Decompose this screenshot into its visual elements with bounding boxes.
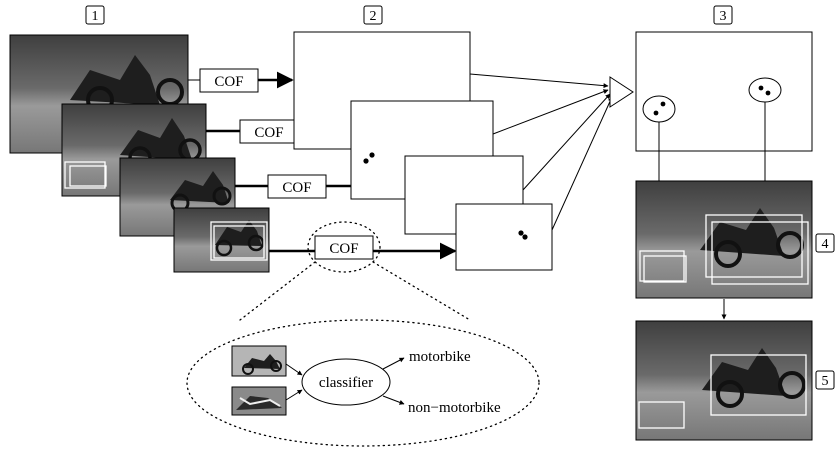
svg-text:5: 5: [822, 374, 829, 389]
zoom-line-right: [372, 261, 471, 321]
confidence-map-4: [455, 203, 553, 271]
classifier-detail-ellipse: [186, 319, 540, 447]
negative-sample-thumb: [231, 386, 287, 416]
cof-box-1: COF: [188, 68, 294, 93]
fused-map: [635, 31, 813, 152]
detection-frame: [635, 180, 813, 299]
svg-text:3: 3: [720, 9, 727, 24]
svg-text:COF: COF: [329, 241, 358, 257]
negative-to-classifier-arrow: [285, 389, 303, 401]
to-motorbike-arrow: [382, 357, 405, 370]
step-2-label: 2: [363, 5, 383, 25]
step-3-label: 3: [713, 5, 733, 25]
svg-text:1: 1: [92, 9, 99, 24]
input-frame-4: [173, 207, 270, 273]
non-motorbike-label: non−motorbike: [408, 400, 501, 416]
step-1-label: 1: [85, 5, 105, 25]
svg-text:COF: COF: [282, 180, 311, 196]
svg-text:COF: COF: [254, 125, 283, 141]
svg-text:classifier: classifier: [319, 375, 373, 391]
positive-to-classifier-arrow: [285, 363, 303, 376]
cof-box-4: COF: [269, 235, 457, 260]
svg-text:4: 4: [822, 237, 829, 252]
classifier-node: classifier: [301, 358, 391, 406]
combine-arrows: [469, 73, 613, 231]
svg-text:COF: COF: [214, 74, 243, 90]
combiner-triangle: [609, 76, 634, 108]
cof-zoom-ellipse: [307, 221, 381, 273]
final-frame: [635, 320, 813, 441]
to-non-motorbike-arrow: [382, 395, 405, 405]
motorbike-label: motorbike: [409, 349, 471, 365]
step-5-label: 5: [815, 370, 835, 390]
zoom-line-left: [239, 261, 316, 321]
step-4-label: 4: [815, 233, 835, 253]
svg-text:2: 2: [370, 9, 377, 24]
positive-sample-thumb: [231, 345, 287, 377]
